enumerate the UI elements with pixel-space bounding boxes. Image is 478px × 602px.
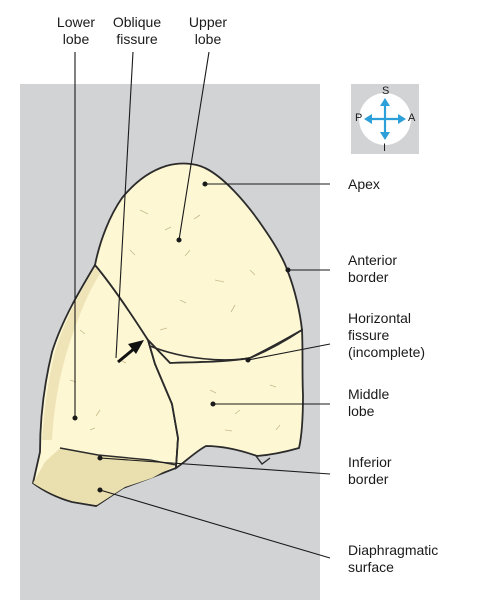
label-diaphragmatic-surface: Diaphragmatic surface <box>348 542 438 576</box>
label-apex: Apex <box>348 176 380 193</box>
label-horizontal-fissure: Horizontal fissure (incomplete) <box>348 310 425 361</box>
label-inferior-border: Inferior border <box>348 454 392 488</box>
orientation-posterior: P <box>355 112 362 124</box>
orientation-anterior: A <box>408 112 415 124</box>
label-middle-lobe: Middle lobe <box>348 386 389 420</box>
label-anterior-border: Anterior border <box>348 252 397 286</box>
label-oblique-fissure: Oblique fissure <box>106 14 168 48</box>
orientation-superior: S <box>382 85 389 97</box>
orientation-inferior: I <box>383 142 386 154</box>
label-upper-lobe: Upper lobe <box>178 14 238 48</box>
label-lower-lobe: Lower lobe <box>48 14 104 48</box>
